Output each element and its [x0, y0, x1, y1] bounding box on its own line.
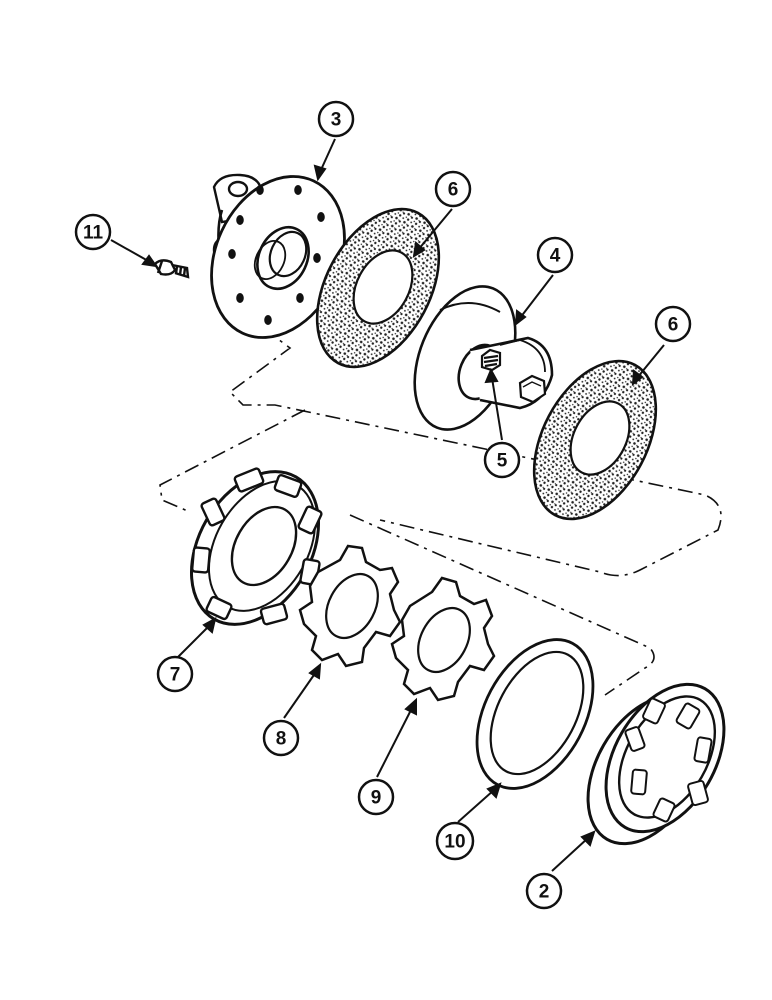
callout-2: 2	[525, 872, 563, 910]
callout-5: 5	[483, 441, 521, 479]
part-3-flange-hub	[210, 173, 346, 339]
leader-10	[457, 782, 502, 823]
leader-4	[514, 274, 554, 327]
callout-10: 10	[435, 821, 475, 861]
leader-2	[551, 830, 596, 872]
assembly-line-upper	[214, 291, 722, 577]
leader-5	[484, 367, 503, 441]
callout-4: 4	[536, 236, 574, 274]
leader-6b	[631, 344, 665, 387]
part-9-toothed-washer	[390, 576, 496, 702]
callout-6b-label: 6	[668, 315, 679, 336]
callout-9-label: 9	[371, 788, 382, 809]
callout-5-label: 5	[497, 451, 508, 472]
leader-3	[313, 138, 336, 182]
hex-bore	[518, 374, 547, 404]
part-8-toothed-washer	[298, 544, 402, 668]
leader-11	[110, 239, 159, 268]
leader-6a	[412, 208, 453, 258]
part-2-cup-housing	[586, 682, 726, 846]
assembly-lines	[159, 291, 722, 696]
callout-7-label: 7	[170, 665, 181, 686]
part-11-bolt	[153, 259, 190, 279]
callout-11: 11	[74, 213, 112, 251]
leader-7	[177, 617, 217, 658]
part-6-friction-disc-lower	[532, 359, 658, 521]
callout-2-label: 2	[539, 882, 550, 903]
callout-3: 3	[317, 100, 355, 138]
callout-3-label: 3	[331, 110, 342, 131]
leader-9	[376, 697, 417, 778]
callout-11-label: 11	[83, 223, 104, 244]
assembly-line-to-cup	[349, 514, 655, 696]
callout-6b: 6	[654, 305, 692, 343]
callout-9: 9	[357, 778, 395, 816]
callout-10-label: 10	[444, 832, 465, 853]
callout-4-label: 4	[550, 246, 561, 267]
assembly-line-lower	[159, 409, 306, 513]
part-6-friction-disc-upper	[315, 207, 441, 369]
callout-8: 8	[262, 719, 300, 757]
leader-arrows	[110, 138, 665, 872]
flange-bolt-holes	[228, 185, 325, 325]
part-5-set-screw	[480, 348, 502, 372]
part-4-pressure-plate	[413, 285, 554, 431]
housing-internal-lugs	[624, 697, 713, 823]
callout-6a: 6	[434, 170, 472, 208]
callout-7: 7	[156, 655, 194, 693]
callout-6a-label: 6	[448, 180, 459, 201]
callout-8-label: 8	[276, 729, 287, 750]
leader-8	[283, 662, 322, 719]
